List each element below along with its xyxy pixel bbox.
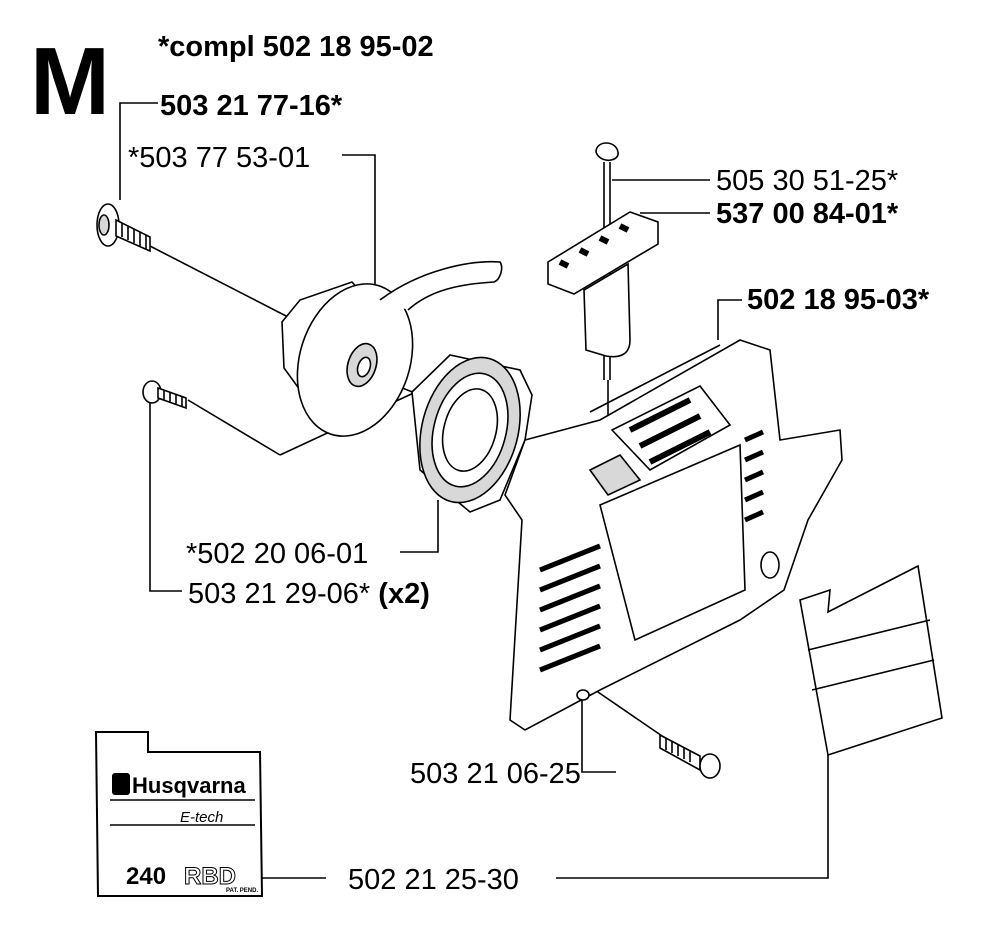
assembly-label: *compl 502 18 95-02 xyxy=(158,31,434,63)
decal-subline: E-tech xyxy=(180,809,223,826)
part-label-screw-top[interactable]: 503 21 77-16* xyxy=(160,90,343,122)
decal-model-number: 240 xyxy=(126,863,166,890)
decal-text: Husqvarna E-tech 240 RBD PAT. PEND. xyxy=(112,773,258,894)
screw-pair-qty: (x2) xyxy=(378,578,430,610)
part-label-starter-cord[interactable]: 505 30 51-25* xyxy=(716,165,899,197)
part-label-screw-pair[interactable]: 503 21 29-06* (x2) xyxy=(188,580,430,609)
screw-top-drawing xyxy=(96,203,151,253)
part-label-pulley[interactable]: *503 77 53-01 xyxy=(128,142,311,174)
model-decal-drawing xyxy=(94,731,264,897)
decal-patent: PAT. PEND. xyxy=(226,888,258,894)
starter-cover-drawing xyxy=(504,339,843,731)
spring-cassette-drawing xyxy=(411,354,533,513)
part-label-screw-bottom[interactable]: 503 21 06-25 xyxy=(410,758,581,790)
husqvarna-crown-icon xyxy=(112,773,130,795)
screw-pair-drawing xyxy=(142,380,187,410)
screw-pair-number: 503 21 29-06* xyxy=(188,578,371,610)
part-label-decal[interactable]: 502 21 25-30 xyxy=(348,864,519,896)
decal-brand: Husqvarna xyxy=(132,773,246,798)
starter-handle-drawing xyxy=(547,142,659,380)
part-label-spring-cassette[interactable]: *502 20 06-01 xyxy=(186,538,369,570)
part-label-handle[interactable]: 537 00 84-01* xyxy=(716,198,899,230)
screw-bottom-drawing xyxy=(659,733,721,779)
pulley-drawing xyxy=(281,260,503,437)
decal-model-suffix: RBD xyxy=(184,863,236,890)
blank-decal-drawing xyxy=(799,564,943,757)
section-letter: M xyxy=(30,28,110,135)
part-label-starter-cover[interactable]: 502 18 95-03* xyxy=(747,284,930,316)
